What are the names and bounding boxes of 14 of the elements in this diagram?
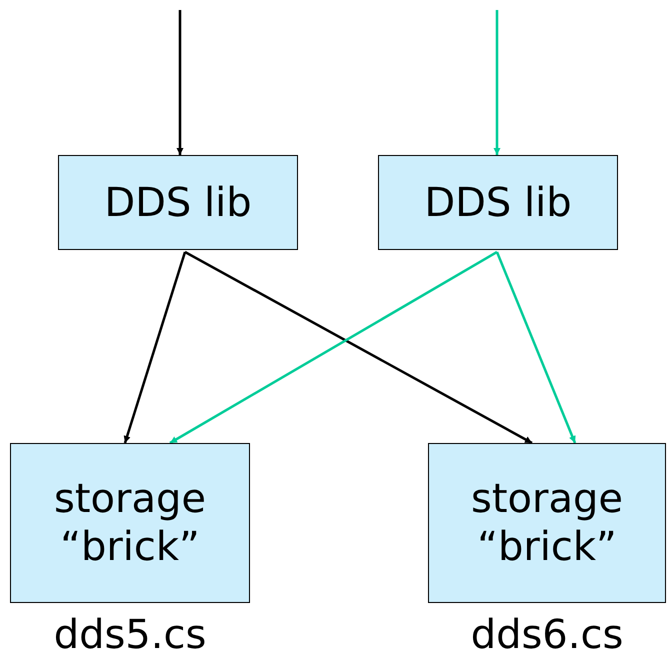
process-box (10, 443, 250, 603)
box-label: storage “brick” (470, 475, 624, 571)
process-box (428, 443, 666, 603)
process-box (378, 155, 618, 250)
box-caption: dds6.cs (470, 613, 624, 657)
process-box (58, 155, 298, 250)
arrow (494, 10, 500, 155)
arrow (124, 252, 186, 444)
box-label: DDS lib (103, 178, 253, 226)
box-caption: dds5.cs (52, 613, 208, 657)
arrow (176, 10, 184, 155)
box-label: storage “brick” (53, 475, 207, 571)
box-label: DDS lib (423, 178, 573, 226)
arrow (496, 252, 576, 444)
